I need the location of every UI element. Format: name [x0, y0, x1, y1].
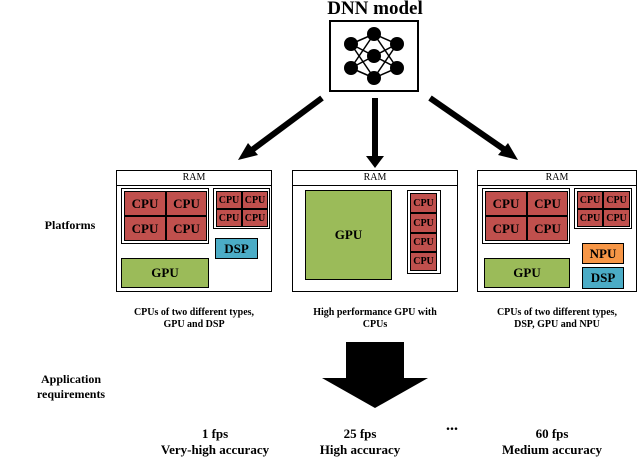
platform-2: RAM GPU CPU CPU CPU CPU — [292, 170, 458, 292]
cpu-chip: CPU — [485, 216, 527, 241]
cpu-chip-small: CPU — [410, 193, 437, 213]
neural-network-icon — [344, 27, 404, 85]
requirement-3: 60 fps Medium accuracy — [501, 426, 602, 457]
platforms-label: Platforms — [44, 218, 96, 232]
cpu-chip-small: CPU — [603, 191, 630, 209]
arrow-right — [428, 95, 507, 153]
cpu-chip: CPU — [166, 216, 207, 241]
ellipsis: ... — [446, 417, 458, 434]
npu-chip: NPU — [582, 243, 624, 264]
arrow-left-head — [238, 143, 258, 160]
cpu-chip-small: CPU — [577, 191, 603, 209]
cpu-chip: CPU — [124, 191, 166, 216]
cpu-cluster-small: CPU CPU CPU CPU — [407, 190, 441, 274]
ram-label: RAM — [117, 171, 271, 186]
cpu-chip-small: CPU — [242, 191, 268, 209]
cpu-chip-small: CPU — [577, 209, 603, 227]
ram-label: RAM — [478, 171, 636, 186]
cpu-chip: CPU — [124, 216, 166, 241]
platform-2-caption: High performance GPU with CPUs — [313, 307, 437, 330]
dsp-chip: DSP — [215, 238, 258, 259]
requirements-label: Application requirements — [36, 372, 106, 401]
cpu-chip-small: CPU — [216, 191, 242, 209]
dnn-model-box — [329, 20, 419, 92]
cpu-chip-small: CPU — [216, 209, 242, 227]
arrow-left — [250, 95, 324, 153]
platform-1: RAM CPU CPU CPU CPU CPU CPU CPU CPU DSP … — [116, 170, 272, 292]
cpu-chip-small: CPU — [242, 209, 268, 227]
cpu-cluster-large: CPU CPU CPU CPU — [482, 188, 570, 244]
platform-3-caption: CPUs of two different types, DSP, GPU an… — [496, 307, 618, 330]
cpu-chip: CPU — [527, 191, 568, 216]
requirement-1: 1 fps Very-high accuracy — [160, 426, 270, 457]
dsp-chip: DSP — [582, 267, 624, 289]
platform-arrows — [238, 95, 518, 168]
cpu-cluster-large: CPU CPU CPU CPU — [121, 188, 209, 244]
big-down-arrow — [322, 342, 428, 408]
cpu-cluster-small: CPU CPU CPU CPU — [213, 188, 270, 229]
platform-1-caption: CPUs of two different types, GPU and DSP — [133, 307, 255, 330]
cpu-chip: CPU — [166, 191, 207, 216]
cpu-chip-small: CPU — [410, 233, 437, 252]
gpu-chip: GPU — [484, 258, 570, 288]
arrow-center-head — [366, 156, 384, 168]
cpu-chip-small: CPU — [410, 252, 437, 271]
cpu-chip-small: CPU — [603, 209, 630, 227]
cpu-chip-small: CPU — [410, 213, 437, 233]
requirement-2: 25 fps High accuracy — [319, 426, 401, 457]
arrow-right-head — [498, 143, 518, 160]
platform-3: RAM CPU CPU CPU CPU CPU CPU CPU CPU NPU … — [477, 170, 637, 292]
cpu-cluster-small: CPU CPU CPU CPU — [574, 188, 632, 229]
cpu-chip: CPU — [485, 191, 527, 216]
cpu-chip: CPU — [527, 216, 568, 241]
gpu-chip: GPU — [121, 258, 209, 288]
diagram-title: DNN model — [327, 0, 423, 19]
ram-label: RAM — [293, 171, 457, 186]
gpu-chip: GPU — [305, 190, 392, 280]
